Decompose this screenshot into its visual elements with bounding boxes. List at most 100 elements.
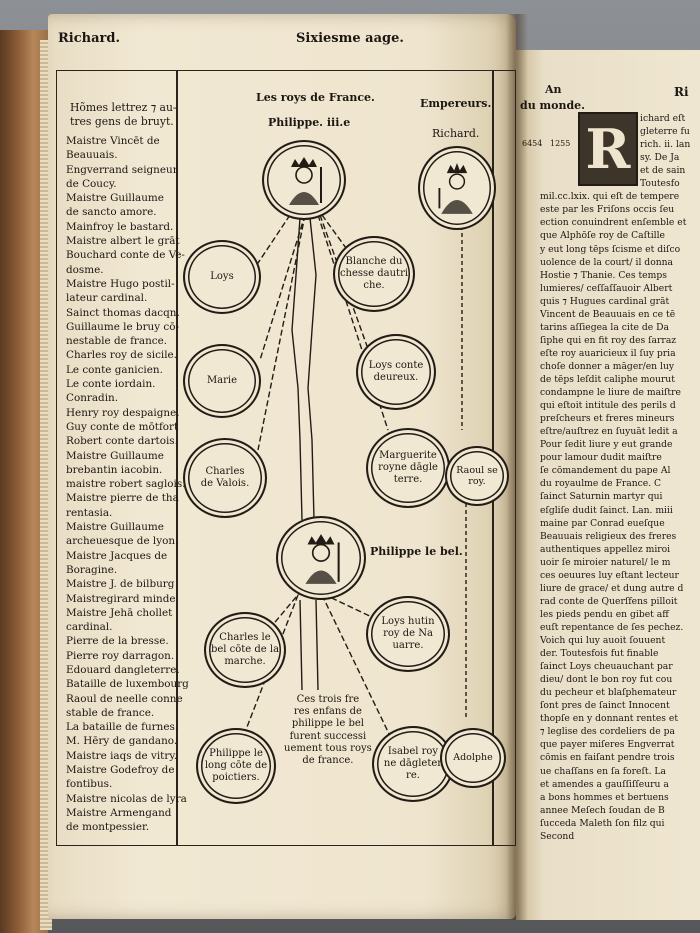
label-philippe-iii: Philippe. iii.e: [268, 116, 351, 129]
right-page-line: et de sain: [640, 165, 686, 177]
crowned-king-icon: [289, 157, 322, 205]
right-page-line: ſont pres de ſainct Innocent: [540, 700, 670, 712]
persons-heading-2: tres gens de bruyt.: [70, 115, 174, 128]
node-isabel: Isabel roy ne dāgleter re.: [372, 726, 454, 802]
right-running-head: Ri: [674, 85, 689, 99]
right-page-line: Voich qui luy auoit ſouuent: [540, 635, 666, 646]
crowned-king-icon: [305, 534, 340, 584]
node-raoul-label: Raoul se roy.: [456, 465, 498, 487]
node-charles-marche: Charles le bel cōte de la marche.: [204, 612, 286, 688]
right-page-line: dieu/ dont le bon roy fut cou: [540, 674, 673, 686]
right-page-line: ſiphe qui en fit roy des ſarraz: [540, 334, 677, 346]
right-page-line: ſainct Loys cheuauchant par: [540, 661, 673, 673]
right-page-line: de tēps leſdit caliphe mourut: [540, 374, 675, 385]
margin-an: An: [545, 83, 562, 96]
person-entry: cardinal.: [66, 621, 113, 634]
right-page-line: et amendes a gauſſiſſeuru a: [540, 778, 669, 790]
right-page-line: este par les Friſons occis ſeu: [540, 204, 675, 216]
right-page-line: ue chaſſans en ſa foreſt. La: [540, 765, 666, 777]
right-page-line: gleterre fu: [640, 126, 690, 138]
right-page-line: Pour ſedit liure y eut grande: [540, 439, 673, 451]
right-page-line: euſt repentance de ſes pechez.: [540, 621, 684, 633]
node-charles-marche-label: Charles le bel cōte de la marche.: [210, 632, 280, 667]
person-entry: Maistre J. de bilburg: [66, 578, 175, 591]
right-page-line: y eut long tēps ſcisme et diſco: [540, 243, 681, 255]
person-entry: Le conte ganicien.: [66, 363, 163, 376]
node-loys-hutin-label: Loys hutin roy de Na uarre.: [381, 616, 435, 651]
node-loys-hutin: Loys hutin roy de Na uarre.: [366, 596, 450, 672]
right-page-line: tarins aſſiegea la cite de Da: [540, 321, 669, 333]
person-entry: Maistre Vincēt de: [66, 135, 160, 147]
running-head-left: Richard.: [58, 31, 120, 46]
person-entry: rentasia.: [66, 506, 113, 519]
person-entry: Maistre Guillaume: [66, 521, 164, 534]
person-entry: Sainct thomas dacqn.: [66, 306, 180, 319]
person-entry: Boragine.: [66, 563, 118, 576]
right-page-line: qui eſtoit intitule des perils d: [540, 400, 676, 412]
node-loys-evreux: Loys conte deureux.: [356, 334, 436, 410]
right-page-line: mil.cc.lxix. qui eſt de tempere: [540, 191, 680, 203]
label-philippe-bel: Philippe le bel.: [370, 545, 463, 558]
kings-heading: Les roys de France.: [256, 91, 375, 104]
node-loys: Loys: [183, 240, 261, 314]
person-entry: Pierre roy darragon.: [66, 649, 175, 662]
node-marie-label: Marie: [206, 375, 238, 386]
portrait-philippe-iii-medallion: [262, 140, 346, 220]
right-page-line: Toutesfo: [640, 178, 680, 190]
right-page-line: que payer miſeres Engverrat: [540, 739, 675, 751]
right-page-line: preſcheurs et freres mineurs: [540, 413, 675, 425]
right-page-line: ection conuindrent enſemble et: [540, 217, 687, 229]
person-entry: Conradin.: [66, 392, 119, 405]
right-page: [516, 50, 700, 920]
node-marguerite: Marguerite royne dāgle terre.: [366, 428, 450, 508]
person-entry: Maistre Armengand: [66, 806, 172, 819]
right-page-line: lumieres/ ceſſaſſauoir Albert: [540, 282, 673, 294]
person-entry: Maistre Godefroy de: [66, 764, 175, 777]
right-page-line: que Alphōſe roy de Caſtille: [540, 230, 665, 242]
right-page-line: eſtre/auſtrez en ſuyuāt ledit a: [540, 426, 678, 438]
person-entry: Maistregirard minde: [66, 592, 176, 605]
person-entry: maistre robert saglois.: [66, 478, 186, 491]
node-charles-valois: Charles de Valois.: [183, 438, 267, 518]
person-entry: nestable de france.: [66, 335, 168, 348]
person-entry: fontibus.: [66, 778, 113, 791]
right-page-line: quis ⁊ Hugues cardinal grāt: [540, 295, 670, 307]
margin-du-monde: du monde.: [520, 99, 586, 112]
right-page-line: pour lamour dudit maiſtre: [540, 452, 662, 464]
right-page-line: liure de grace/ et dung autre d: [540, 582, 684, 594]
year-marker-2: 1255: [550, 139, 571, 148]
persons-heading-1: Hõmes lettrez ⁊ au-: [70, 101, 177, 114]
person-entry: Maistre Jehā chollet: [66, 606, 173, 619]
person-entry: brebantin iacobin.: [66, 463, 163, 476]
person-entry: M. Hēry de gandano.: [66, 735, 178, 748]
person-entry: Maistre nicolas de lyra: [66, 792, 187, 805]
page-border: [56, 70, 516, 846]
right-page-line: eſgliſe dudit ſainct. Lan. miii: [540, 504, 673, 516]
node-marguerite-label: Marguerite royne dāgle terre.: [378, 450, 438, 485]
person-entry: Maistre Hugo postil-: [66, 277, 175, 290]
right-page-line: maine par Conrad eueſque: [540, 517, 665, 529]
person-entry: Beauuais.: [66, 149, 118, 162]
right-page-line: thopſe en y donnant rentes et: [540, 713, 679, 725]
right-page-line: Hostie ⁊ Thanie. Ces temps: [540, 269, 667, 281]
node-philippe-long-label: Philippe le long cōte de poictiers.: [204, 748, 268, 783]
right-page-line: uoir ſe miroier naturel/ le m: [540, 556, 671, 568]
right-page-line: der. Toutesfois fut finable: [540, 648, 659, 660]
right-page-line: uolence de la court/ il donna: [540, 256, 674, 268]
person-entry: dosme.: [66, 263, 104, 276]
person-entry: Raoul de neelle conne: [66, 692, 183, 705]
person-entry: Edouard dangleterre.: [66, 663, 180, 676]
running-head-center: Sixiesme aage.: [296, 31, 404, 46]
right-page-line: a bons hommes et bertuens: [540, 791, 669, 803]
right-page-line: condampne le liure de maiſtre: [540, 387, 681, 399]
year-marker-1: 6454: [522, 139, 543, 148]
node-isabel-label: Isabel roy ne dāgleter re.: [383, 746, 443, 781]
node-philippe-long: Philippe le long cōte de poictiers.: [196, 728, 276, 804]
node-blanche: Blanche du chesse dautri che.: [333, 236, 415, 312]
person-entry: Robert conte dartois.: [66, 435, 178, 448]
right-page-line: ſucceda Maleth ſon filz qui: [540, 817, 665, 829]
person-entry: archeuesque de lyon.: [66, 535, 179, 548]
person-entry: Bouchard conte de Ve-: [66, 249, 185, 262]
